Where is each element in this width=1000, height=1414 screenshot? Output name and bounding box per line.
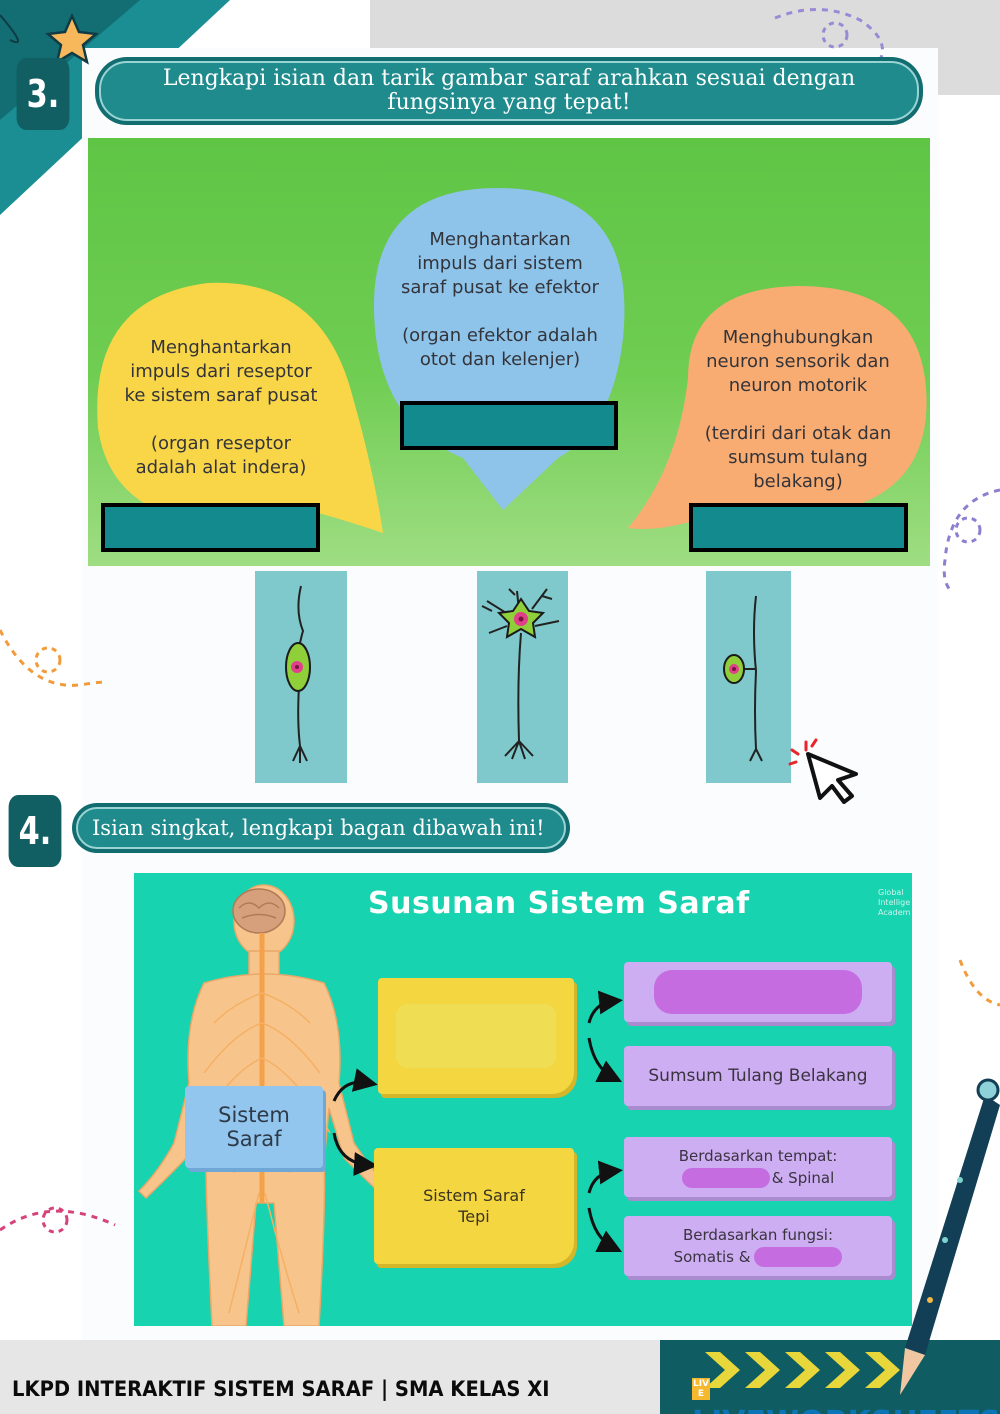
bubble-motor-text: Menghantarkan impuls dari sistem saraf p… [401, 229, 599, 370]
section-4-instruction: Isian singkat, lengkapi bagan dibawah in… [76, 807, 566, 849]
liveworksheets-brand: LIVE LIVEWORKSHEETS [692, 1370, 1000, 1414]
neuron-card-unipolar[interactable] [706, 571, 791, 783]
branch-central-blank[interactable] [396, 1004, 556, 1068]
pen-icon [900, 1078, 1000, 1395]
leaf-location-blank[interactable] [681, 1168, 770, 1188]
leaf-location-suffix: & Spinal [771, 1169, 835, 1187]
bubble-sensory-text: Menghantarkan impuls dari reseptor ke si… [124, 337, 318, 478]
leaf-location-line1: Berdasarkan tempat: [678, 1147, 838, 1165]
star-icon [44, 12, 100, 65]
bubble-interneuron [628, 286, 927, 529]
answer-box-interneuron[interactable] [689, 503, 908, 552]
section-4-number: 4. [8, 795, 62, 867]
root-sistem-saraf: Sistem Saraf [185, 1086, 323, 1168]
chart-connectors [332, 990, 623, 1253]
section-3-instruction: Lengkapi isian dan tarik gambar saraf ar… [99, 61, 919, 121]
answer-box-motor[interactable] [400, 401, 618, 450]
bipolar-neuron-icon [285, 585, 311, 763]
chart-title: Susunan Sistem Saraf [368, 886, 750, 921]
bubble-sensory [97, 282, 383, 533]
bubble-interneuron-text: Menghubungkan neuron sensorik dan neuron… [704, 327, 892, 492]
leaf-function-line1: Berdasarkan fungsi: [682, 1226, 834, 1244]
bg-gray-top [370, 0, 1000, 48]
unipolar-neuron-icon [723, 595, 763, 762]
section-3-number: 3. [16, 58, 70, 130]
leaf-brain-box [624, 962, 892, 1022]
section-3-instruction-banner: Lengkapi isian dan tarik gambar saraf ar… [95, 57, 923, 125]
branch-peripheral-box: Sistem Saraf Tepi [374, 1148, 574, 1264]
corner-credit: Global Intellige Academ [878, 888, 911, 917]
liveworksheets-brand-text: LIVEWORKSHEETS [692, 1405, 1000, 1414]
leaf-spinal-cord-box: Sumsum Tulang Belakang [624, 1046, 892, 1106]
bg-gray-right [938, 0, 1000, 95]
speech-bubbles [97, 188, 927, 533]
leaf-function-prefix: Somatis & [673, 1248, 751, 1266]
cursor-click-icon [788, 738, 858, 804]
branch-central-box [378, 978, 574, 1094]
multipolar-neuron-icon [481, 588, 560, 760]
leaf-function-blank[interactable] [754, 1247, 843, 1267]
leaf-brain-blank[interactable] [654, 970, 862, 1014]
leaf-spinal-cord-label: Sumsum Tulang Belakang [648, 1066, 868, 1086]
neuron-card-bipolar[interactable] [255, 571, 347, 783]
chevron-decoration [705, 1352, 900, 1388]
footer-title: LKPD INTERAKTIF SISTEM SARAF | SMA KELAS… [12, 1377, 550, 1401]
leaf-location-box: Berdasarkan tempat: & Spinal [624, 1137, 892, 1197]
section-4-instruction-banner: Isian singkat, lengkapi bagan dibawah in… [72, 803, 570, 853]
leaf-function-box: Berdasarkan fungsi: Somatis & [624, 1216, 892, 1276]
answer-box-sensory[interactable] [101, 503, 320, 552]
liveworksheets-logo-mark: LIVE [692, 1377, 710, 1400]
neuron-card-multipolar[interactable] [477, 571, 568, 783]
